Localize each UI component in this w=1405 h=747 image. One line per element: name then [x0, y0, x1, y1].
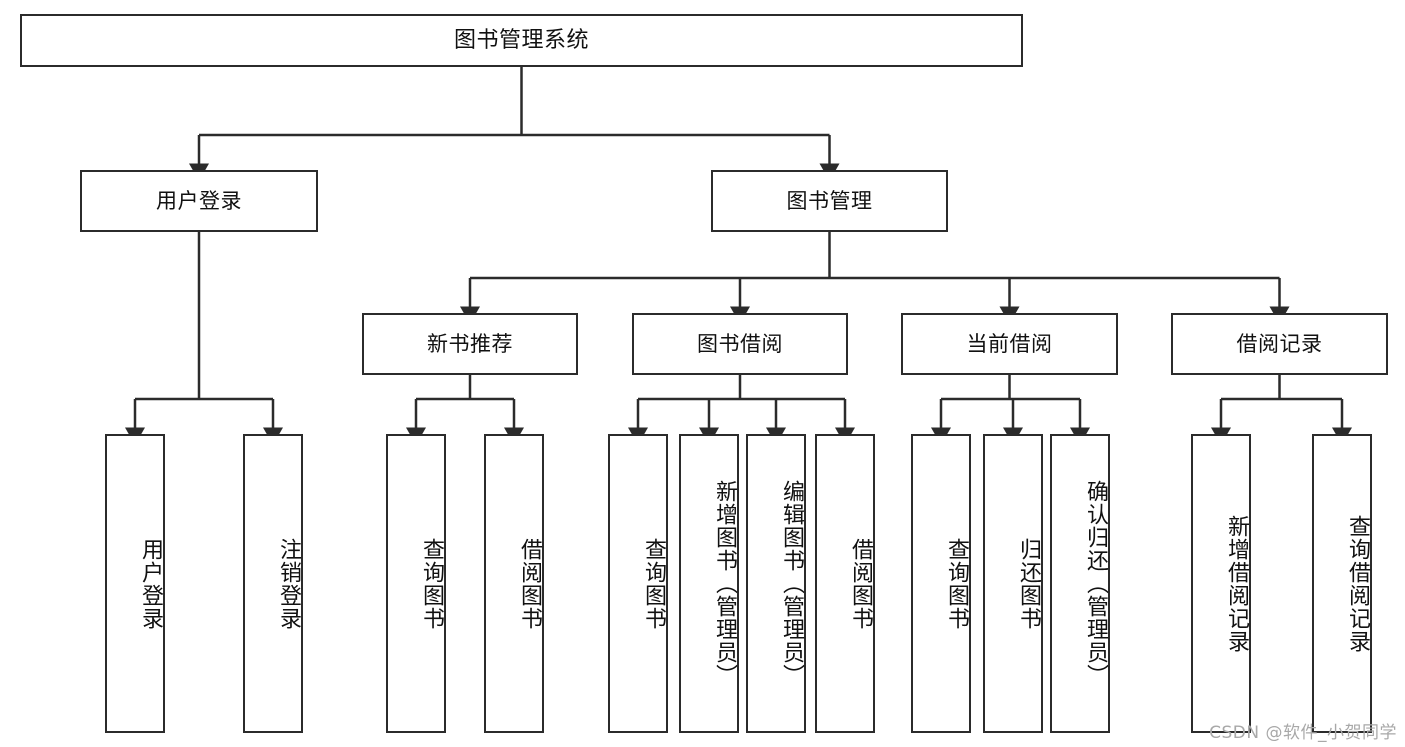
node-leaf-current-confirm-return[interactable]: 确认归还（管理员）	[1050, 434, 1110, 733]
node-label: 图书借阅	[697, 331, 783, 356]
node-label: 借阅图书	[848, 537, 873, 630]
node-leaf-user-logout[interactable]: 注销登录	[243, 434, 303, 733]
node-label: 新增图书（管理员）	[712, 480, 737, 687]
node-book-manage[interactable]: 图书管理	[711, 170, 948, 232]
node-label: 新增借阅记录	[1224, 514, 1249, 653]
node-label: 用户登录	[138, 537, 163, 630]
node-label: 查询图书	[944, 537, 969, 630]
node-leaf-rec-query-book[interactable]: 查询图书	[386, 434, 446, 733]
node-user-login[interactable]: 用户登录	[80, 170, 318, 232]
node-label: 用户登录	[156, 188, 242, 213]
node-leaf-current-return-book[interactable]: 归还图书	[983, 434, 1043, 733]
node-label: 查询图书	[641, 537, 666, 630]
node-label: 新书推荐	[427, 331, 513, 356]
node-leaf-current-query-book[interactable]: 查询图书	[911, 434, 971, 733]
node-label: 归还图书	[1016, 537, 1041, 630]
node-leaf-record-add[interactable]: 新增借阅记录	[1191, 434, 1251, 733]
node-label: 查询借阅记录	[1345, 514, 1370, 653]
node-label: 确认归还（管理员）	[1083, 480, 1108, 687]
node-borrow-record[interactable]: 借阅记录	[1171, 313, 1388, 375]
node-new-book-rec[interactable]: 新书推荐	[362, 313, 578, 375]
node-leaf-record-query[interactable]: 查询借阅记录	[1312, 434, 1372, 733]
node-leaf-borrow-edit-book[interactable]: 编辑图书（管理员）	[746, 434, 806, 733]
node-label: 借阅记录	[1236, 331, 1323, 356]
node-book-borrow[interactable]: 图书借阅	[632, 313, 848, 375]
node-label: 注销登录	[276, 537, 301, 630]
node-label: 查询图书	[419, 537, 444, 630]
node-current-borrow[interactable]: 当前借阅	[901, 313, 1118, 375]
node-label: 图书管理	[786, 188, 873, 213]
node-label: 图书管理系统	[453, 27, 589, 53]
node-leaf-rec-borrow-book[interactable]: 借阅图书	[484, 434, 544, 733]
node-label: 借阅图书	[517, 537, 542, 630]
node-label: 编辑图书（管理员）	[779, 480, 804, 687]
node-label: 当前借阅	[966, 331, 1053, 356]
node-leaf-borrow-query-book[interactable]: 查询图书	[608, 434, 668, 733]
node-leaf-user-login[interactable]: 用户登录	[105, 434, 165, 733]
node-leaf-borrow-add-book[interactable]: 新增图书（管理员）	[679, 434, 739, 733]
node-leaf-borrow-borrow-book[interactable]: 借阅图书	[815, 434, 875, 733]
node-root[interactable]: 图书管理系统	[20, 14, 1023, 67]
csdn-watermark: CSDN @软件_小贺同学	[1209, 723, 1397, 743]
